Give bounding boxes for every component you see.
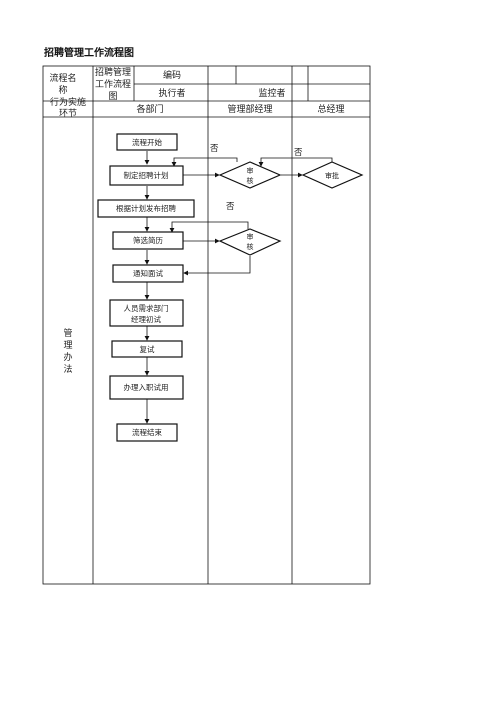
svg-text:根据计划发布招聘: 根据计划发布招聘 — [116, 203, 176, 213]
side-label-3: 办 — [63, 351, 72, 363]
svg-text:人员需求部门: 人员需求部门 — [124, 303, 169, 313]
svg-text:审: 审 — [247, 232, 254, 241]
svg-text:经理初试: 经理初试 — [131, 314, 161, 324]
step-interview: 人员需求部门 经理初试 — [109, 299, 184, 327]
svg-text:审批: 审批 — [325, 171, 339, 180]
col-general-manager: 总经理 — [317, 103, 344, 115]
supervisor-label: 监控者 — [258, 87, 285, 99]
no-label-review-2: 否 — [226, 202, 235, 212]
page-title: 招聘管理工作流程图 — [44, 48, 134, 59]
svg-text:流程结束: 流程结束 — [132, 427, 162, 437]
no-label-review-1: 否 — [210, 144, 219, 154]
no-label-approve: 否 — [294, 148, 303, 158]
process-name-label: 流程名 — [49, 72, 76, 84]
svg-text:核: 核 — [247, 176, 254, 185]
process-name-value-3: 图 — [108, 91, 117, 102]
step-plan: 制定招聘计划 — [109, 165, 184, 186]
side-label-2: 理 — [63, 340, 72, 351]
process-name-label-2: 称 — [58, 84, 67, 96]
connectors — [144, 151, 333, 424]
side-label-1: 管 — [63, 327, 72, 339]
decision-review-2: 审 核 — [218, 228, 282, 256]
decision-review-1: 审 核 — [218, 161, 282, 189]
svg-text:审: 审 — [247, 166, 254, 175]
svg-text:复试: 复试 — [140, 344, 155, 354]
col-departments: 各部门 — [136, 103, 163, 115]
svg-text:筛选简历: 筛选简历 — [133, 235, 163, 245]
table-grid — [42, 65, 371, 585]
step-onboard: 办理入职试用 — [109, 375, 184, 400]
process-name-value-1: 招聘管理 — [95, 66, 131, 78]
svg-text:制定招聘计划: 制定招聘计划 — [124, 170, 169, 180]
col-hr-manager: 管理部经理 — [227, 103, 272, 115]
svg-text:流程开始: 流程开始 — [132, 137, 162, 147]
svg-text:通知面试: 通知面试 — [133, 268, 163, 278]
svg-text:办理入职试用: 办理入职试用 — [124, 382, 169, 392]
side-label-4: 法 — [63, 363, 72, 375]
step-screen: 筛选简历 — [112, 231, 184, 250]
executor-label: 执行者 — [158, 87, 185, 99]
decision-approve: 审批 — [301, 161, 364, 189]
stage-label: 行为实施 — [50, 96, 86, 108]
step-publish: 根据计划发布招聘 — [97, 199, 195, 218]
step-start: 流程开始 — [116, 133, 178, 151]
step-retest: 复试 — [111, 340, 183, 358]
step-notify: 通知面试 — [112, 264, 184, 283]
stage-label-2: 环节 — [59, 108, 77, 119]
svg-text:核: 核 — [247, 242, 254, 251]
step-end: 流程结束 — [116, 423, 178, 442]
process-name-value-2: 工作流程 — [95, 78, 131, 90]
code-label: 编码 — [163, 69, 181, 81]
